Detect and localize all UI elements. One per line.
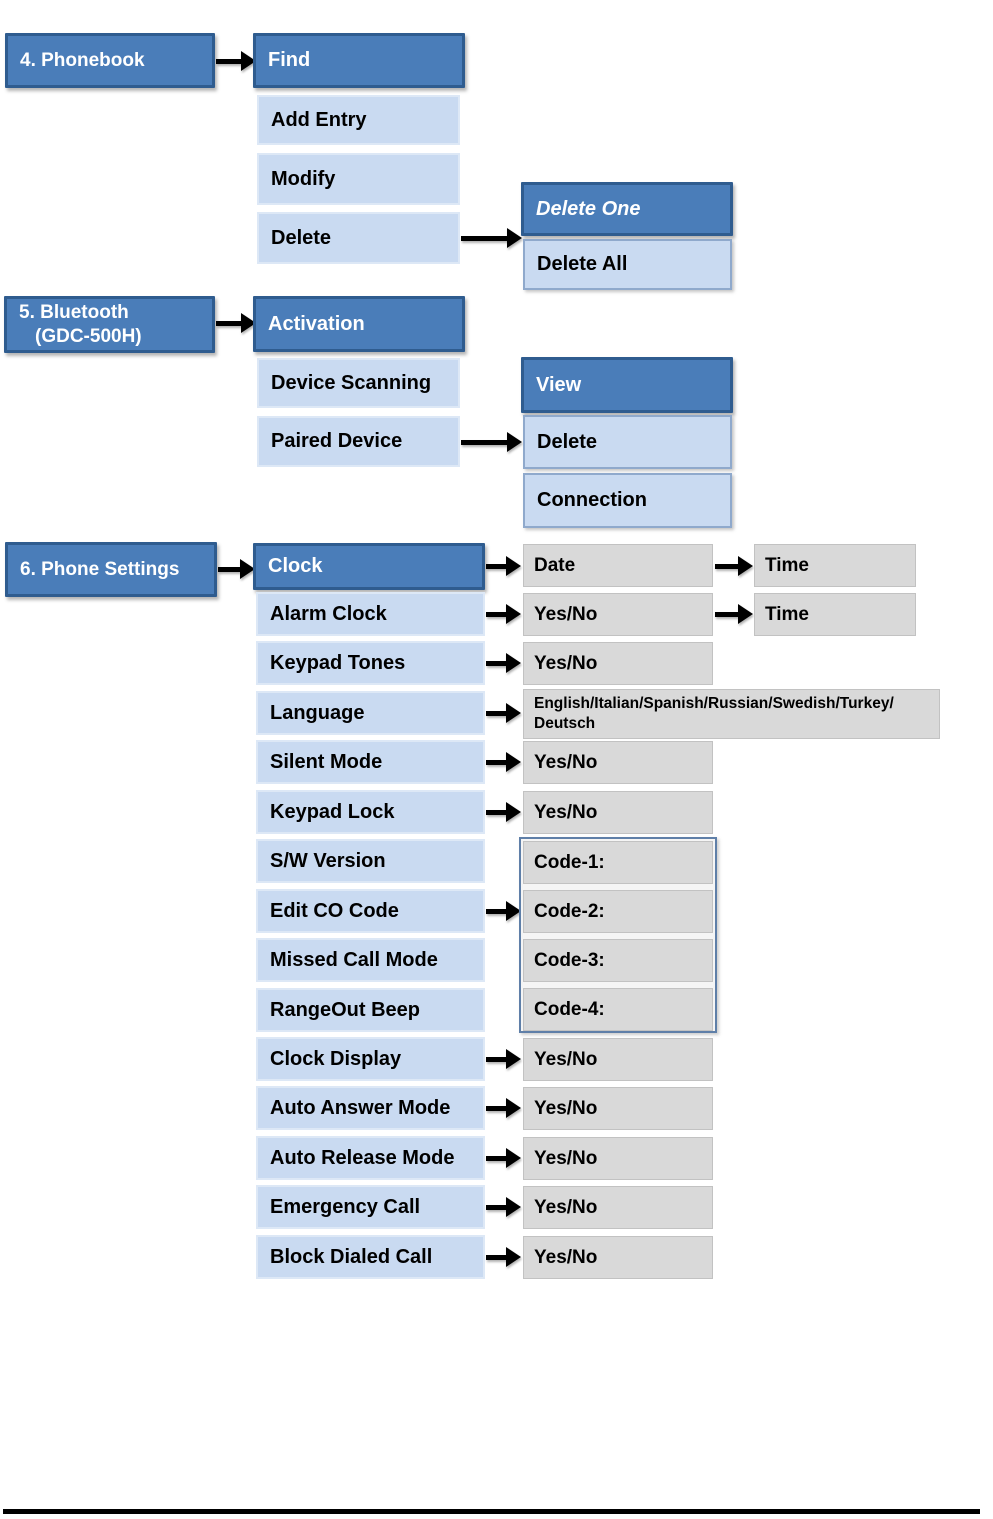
node-clock-display: Clock Display xyxy=(256,1037,485,1081)
arrow-icon xyxy=(715,604,753,624)
value-yesno-block-dialed: Yes/No xyxy=(523,1236,713,1279)
node-connection: Connection xyxy=(523,473,732,528)
arrow-icon xyxy=(486,901,521,921)
arrow-icon xyxy=(486,604,521,624)
arrow-icon xyxy=(486,556,521,576)
node-paired-device: Paired Device xyxy=(257,416,460,467)
node-edit-co-code: Edit CO Code xyxy=(256,889,485,933)
value-language-line1: English/Italian/Spanish/Russian/Swedish/… xyxy=(534,694,894,712)
value-language-list: English/Italian/Spanish/Russian/Swedish/… xyxy=(523,689,940,739)
value-code-3: Code-3: xyxy=(523,939,713,982)
arrow-icon xyxy=(218,559,255,579)
arrow-icon xyxy=(486,1049,521,1069)
value-yesno-keypad-tones: Yes/No xyxy=(523,642,713,685)
node-paired-delete: Delete xyxy=(523,415,732,469)
node-modify: Modify xyxy=(257,153,460,205)
node-delete-all: Delete All xyxy=(523,239,732,290)
arrow-icon xyxy=(461,432,522,452)
value-yesno-auto-release: Yes/No xyxy=(523,1137,713,1180)
node-view-header: View xyxy=(521,357,733,413)
node-language: Language xyxy=(256,691,485,735)
arrow-icon xyxy=(486,703,521,723)
node-delete: Delete xyxy=(257,212,460,264)
arrow-icon xyxy=(216,313,256,333)
node-bluetooth-root-line1: 5. Bluetooth xyxy=(19,301,129,323)
node-phonebook-root: 4. Phonebook xyxy=(5,33,215,88)
arrow-icon xyxy=(486,1148,521,1168)
arrow-icon xyxy=(486,802,521,822)
value-yesno-auto-answer: Yes/No xyxy=(523,1087,713,1130)
node-alarm-clock: Alarm Clock xyxy=(256,592,485,636)
node-phone-settings-root: 6. Phone Settings xyxy=(5,542,217,597)
arrow-icon xyxy=(486,1098,521,1118)
node-clock-header: Clock xyxy=(253,543,485,590)
value-language-line2: Deutsch xyxy=(534,715,596,732)
node-bluetooth-root: 5. Bluetooth (GDC-500H) xyxy=(4,296,215,353)
value-yesno-emergency: Yes/No xyxy=(523,1186,713,1229)
node-sw-version: S/W Version xyxy=(256,839,485,883)
arrow-icon xyxy=(486,752,521,772)
arrow-icon xyxy=(715,556,753,576)
node-find-header: Find xyxy=(253,33,465,88)
node-auto-release-mode: Auto Release Mode xyxy=(256,1136,485,1180)
node-keypad-lock: Keypad Lock xyxy=(256,790,485,834)
value-yesno-silent-mode: Yes/No xyxy=(523,741,713,784)
node-activation-header: Activation xyxy=(253,296,465,352)
value-yesno-clock-display: Yes/No xyxy=(523,1038,713,1081)
node-missed-call-mode: Missed Call Mode xyxy=(256,938,485,982)
value-time-clock: Time xyxy=(754,544,916,587)
arrow-icon xyxy=(216,51,256,71)
node-device-scanning: Device Scanning xyxy=(257,358,460,408)
node-keypad-tones: Keypad Tones xyxy=(256,641,485,685)
node-auto-answer-mode: Auto Answer Mode xyxy=(256,1086,485,1130)
node-delete-one-header: Delete One xyxy=(521,182,733,236)
value-time-alarm: Time xyxy=(754,593,916,636)
node-emergency-call: Emergency Call xyxy=(256,1185,485,1229)
arrow-icon xyxy=(486,1197,521,1217)
value-code-4: Code-4: xyxy=(523,988,713,1031)
node-block-dialed-call: Block Dialed Call xyxy=(256,1235,485,1279)
value-date: Date xyxy=(523,544,713,587)
value-yesno-alarm-clock: Yes/No xyxy=(523,593,713,636)
value-code-1: Code-1: xyxy=(523,841,713,884)
node-rangeout-beep: RangeOut Beep xyxy=(256,988,485,1032)
arrow-icon xyxy=(486,653,521,673)
footer-rule xyxy=(3,1509,980,1514)
value-code-2: Code-2: xyxy=(523,890,713,933)
node-add-entry: Add Entry xyxy=(257,95,460,145)
node-bluetooth-root-line2: (GDC-500H) xyxy=(35,325,142,347)
value-yesno-keypad-lock: Yes/No xyxy=(523,791,713,834)
node-silent-mode: Silent Mode xyxy=(256,740,485,784)
arrow-icon xyxy=(461,228,522,248)
arrow-icon xyxy=(486,1247,521,1267)
